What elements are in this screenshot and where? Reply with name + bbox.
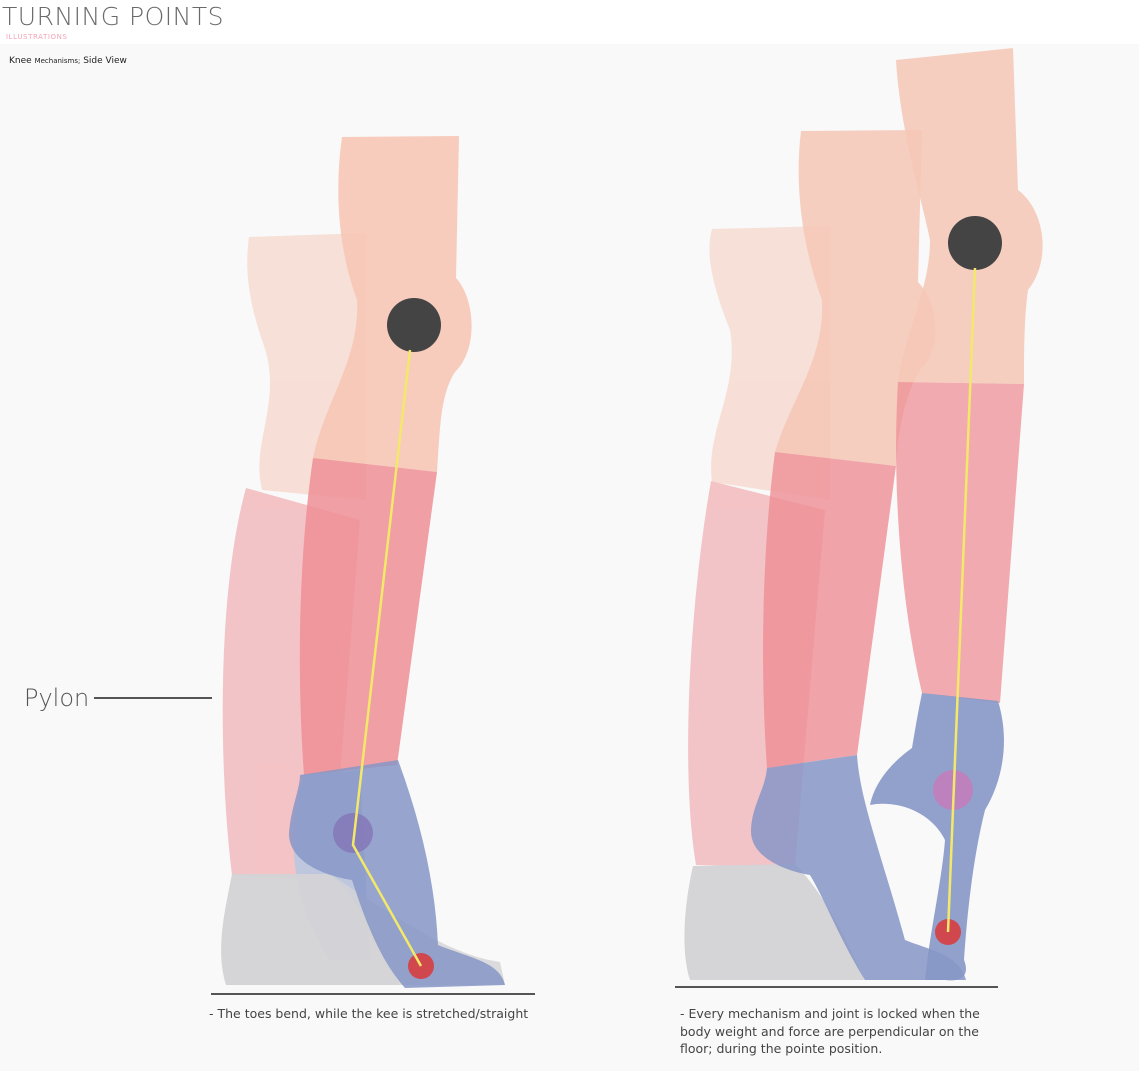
right-figure [675,48,1043,988]
right-note: - Every mechanism and joint is locked wh… [680,1006,980,1056]
left-ankle-joint [333,813,373,853]
left-front-thigh [313,136,472,472]
pylon-pointer-line [94,697,212,699]
right-force-line [946,267,977,933]
left-front-calf [299,458,437,775]
right-knee-joint [948,216,1002,270]
caption-view: Side View [83,56,127,66]
left-force-line [351,349,423,967]
right-front-shoe [870,693,1004,981]
right-middle-thigh [775,130,936,466]
caption-main: Knee [9,56,32,66]
right-middle-leg [750,130,966,980]
brand-subtitle: ILLUSTRATIONS [6,33,68,41]
right-block [684,864,865,980]
left-note: - The toes bend, while the kee is stretc… [209,1006,529,1021]
left-knee-joint [387,298,441,352]
right-middle-calf [763,452,896,768]
right-front-leg [870,48,1043,981]
right-middle-shoe [750,755,966,980]
right-front-thigh [896,48,1043,384]
pylon-label: Pylon [24,684,90,712]
brand-title: TURNING POINTS [2,2,225,31]
left-figure [211,136,535,995]
caption-small: Mechanisms; [34,57,81,65]
header: TURNING POINTS ILLUSTRATIONS [0,0,1139,44]
figure-caption: Knee Mechanisms; Side View [9,56,127,66]
right-front-calf [896,382,1024,703]
left-block [221,874,400,985]
